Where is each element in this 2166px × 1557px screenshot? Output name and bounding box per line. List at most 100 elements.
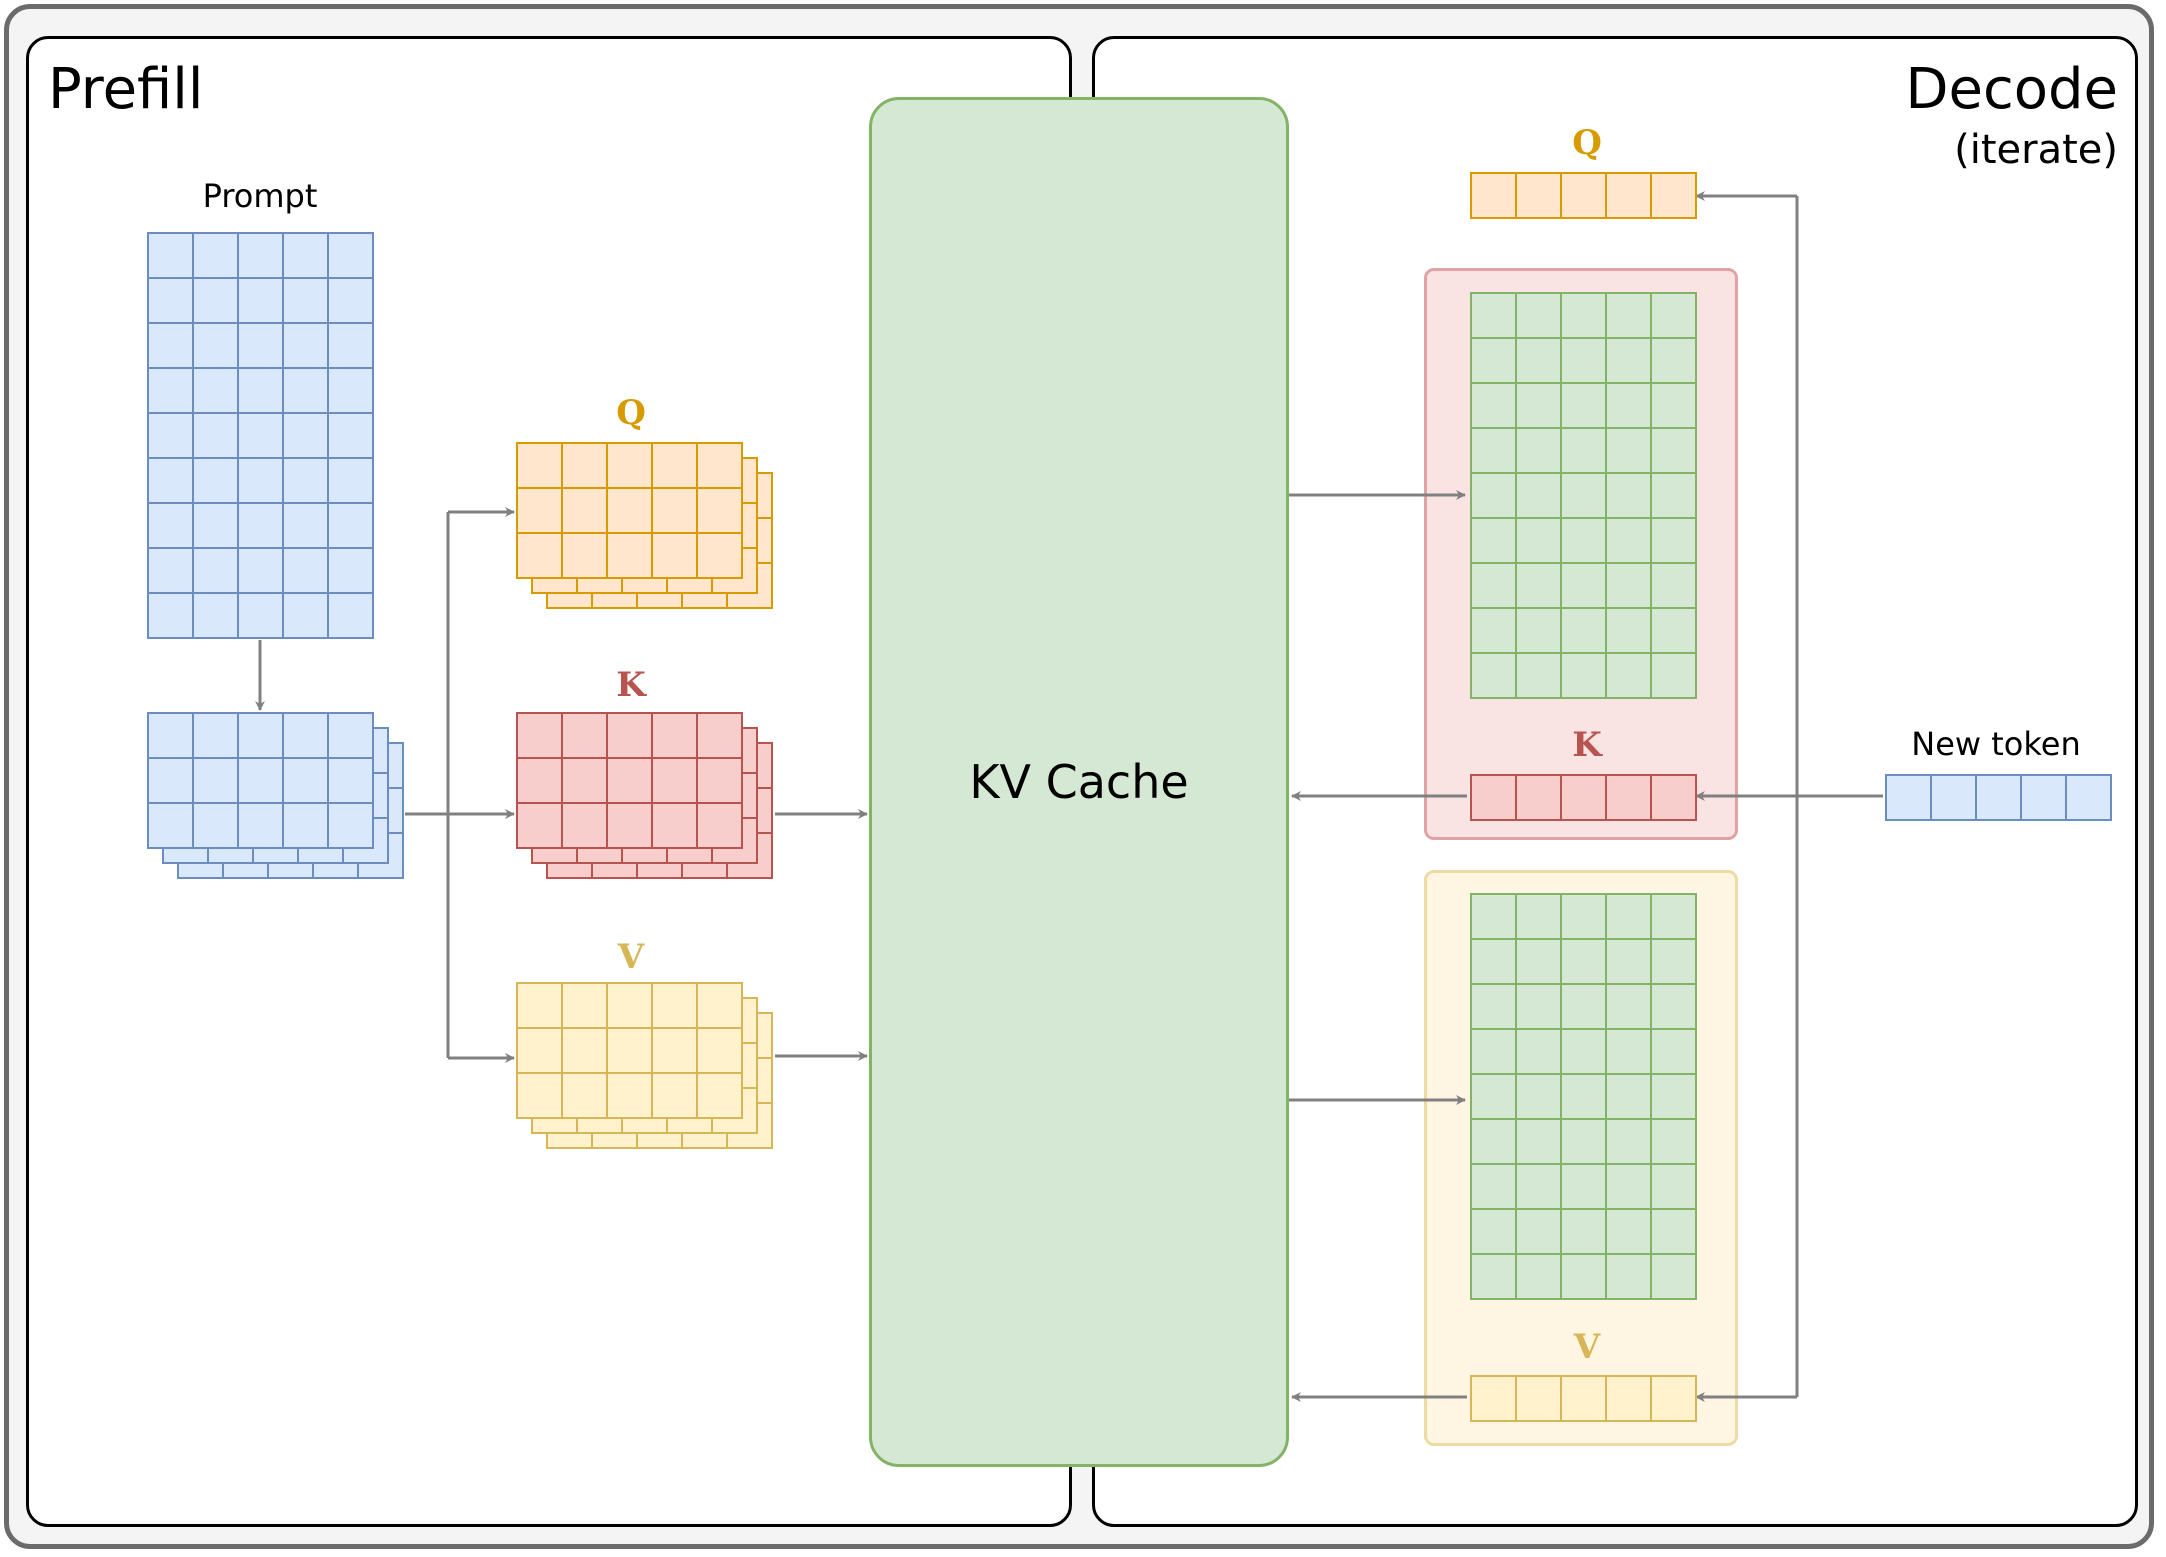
grid-cell <box>1472 609 1517 654</box>
grid-cell <box>329 414 374 459</box>
grid-cell <box>149 279 194 324</box>
grid-cell <box>239 324 284 369</box>
grid-cell <box>698 1074 743 1119</box>
grid-cell <box>329 549 374 594</box>
grid-cell <box>329 324 374 369</box>
grid-cell <box>1607 940 1652 985</box>
grid-cell <box>1607 1075 1652 1120</box>
grid-cell <box>239 459 284 504</box>
grid-cell <box>284 279 329 324</box>
grid-cell <box>284 594 329 639</box>
grid-cell <box>1517 294 1562 339</box>
grid-cell <box>194 804 239 849</box>
grid-cell <box>194 549 239 594</box>
decode-k-cache-grid <box>1470 292 1697 699</box>
grid-cell <box>1472 654 1517 699</box>
grid-cell <box>1652 1210 1697 1255</box>
grid-cell <box>608 714 653 759</box>
grid-cell <box>1607 1377 1652 1422</box>
grid-cell <box>1472 1377 1517 1422</box>
grid-cell <box>1472 1210 1517 1255</box>
grid-cell <box>518 489 563 534</box>
grid-cell <box>284 234 329 279</box>
grid-cell <box>1652 294 1697 339</box>
decode-k-grid <box>1470 774 1697 821</box>
grid-cell <box>1472 940 1517 985</box>
grid-cell <box>1607 895 1652 940</box>
grid-cell <box>1472 776 1517 821</box>
grid-cell <box>284 369 329 414</box>
grid-cell <box>608 534 653 579</box>
grid-cell <box>329 804 374 849</box>
grid-cell <box>194 324 239 369</box>
grid-cell <box>1517 429 1562 474</box>
grid-cell <box>194 714 239 759</box>
grid-cell <box>329 234 374 279</box>
grid-cell <box>518 1074 563 1119</box>
decode-v-cache-grid <box>1470 893 1697 1300</box>
grid-cell <box>1472 429 1517 474</box>
grid-cell <box>1652 1120 1697 1165</box>
grid-cell <box>653 759 698 804</box>
grid-cell <box>329 369 374 414</box>
grid-cell <box>1652 654 1697 699</box>
grid-cell <box>698 1029 743 1074</box>
new-token-grid <box>1885 774 2112 821</box>
grid-cell <box>653 804 698 849</box>
grid-cell <box>1517 1030 1562 1075</box>
prefill-k-label: K <box>616 665 646 705</box>
grid-cell <box>518 444 563 489</box>
grid-cell <box>149 504 194 549</box>
grid-cell <box>1652 474 1697 519</box>
grid-cell <box>329 714 374 759</box>
grid-cell <box>1607 609 1652 654</box>
grid-cell <box>329 594 374 639</box>
grid-cell <box>608 804 653 849</box>
prompt-grid <box>147 232 374 639</box>
grid-cell <box>1517 1075 1562 1120</box>
grid-cell <box>194 279 239 324</box>
grid-cell <box>149 594 194 639</box>
grid-cell <box>653 1074 698 1119</box>
decode-q-grid <box>1470 172 1697 219</box>
grid-cell <box>284 549 329 594</box>
prefill-k-grid <box>516 712 743 849</box>
grid-cell <box>1517 1165 1562 1210</box>
prefill-q-label: Q <box>616 393 646 433</box>
grid-cell <box>698 489 743 534</box>
prompt-label: Prompt <box>202 177 318 215</box>
grid-cell <box>1562 1210 1607 1255</box>
grid-cell <box>149 759 194 804</box>
grid-cell <box>518 804 563 849</box>
grid-cell <box>653 489 698 534</box>
grid-cell <box>1607 1210 1652 1255</box>
grid-cell <box>149 414 194 459</box>
grid-cell <box>1562 940 1607 985</box>
grid-cell <box>1517 940 1562 985</box>
grid-cell <box>1472 1030 1517 1075</box>
prefill-title: Prefill <box>48 57 204 122</box>
grid-cell <box>1472 1075 1517 1120</box>
grid-cell <box>698 984 743 1029</box>
grid-cell <box>1562 985 1607 1030</box>
grid-cell <box>518 759 563 804</box>
grid-cell <box>563 444 608 489</box>
prefill-v-grid <box>516 982 743 1119</box>
grid-cell <box>239 594 284 639</box>
grid-cell <box>1562 429 1607 474</box>
grid-cell <box>698 759 743 804</box>
decode-subtitle: (iterate) <box>1954 127 2118 173</box>
grid-cell <box>194 504 239 549</box>
grid-cell <box>239 414 284 459</box>
grid-cell <box>1517 895 1562 940</box>
grid-cell <box>239 714 284 759</box>
grid-cell <box>1607 985 1652 1030</box>
grid-cell <box>1652 940 1697 985</box>
grid-cell <box>329 504 374 549</box>
grid-cell <box>1652 895 1697 940</box>
grid-cell <box>563 489 608 534</box>
grid-cell <box>284 804 329 849</box>
kv-cache: KV Cache <box>869 97 1289 1467</box>
grid-cell <box>563 534 608 579</box>
grid-cell <box>1562 1120 1607 1165</box>
